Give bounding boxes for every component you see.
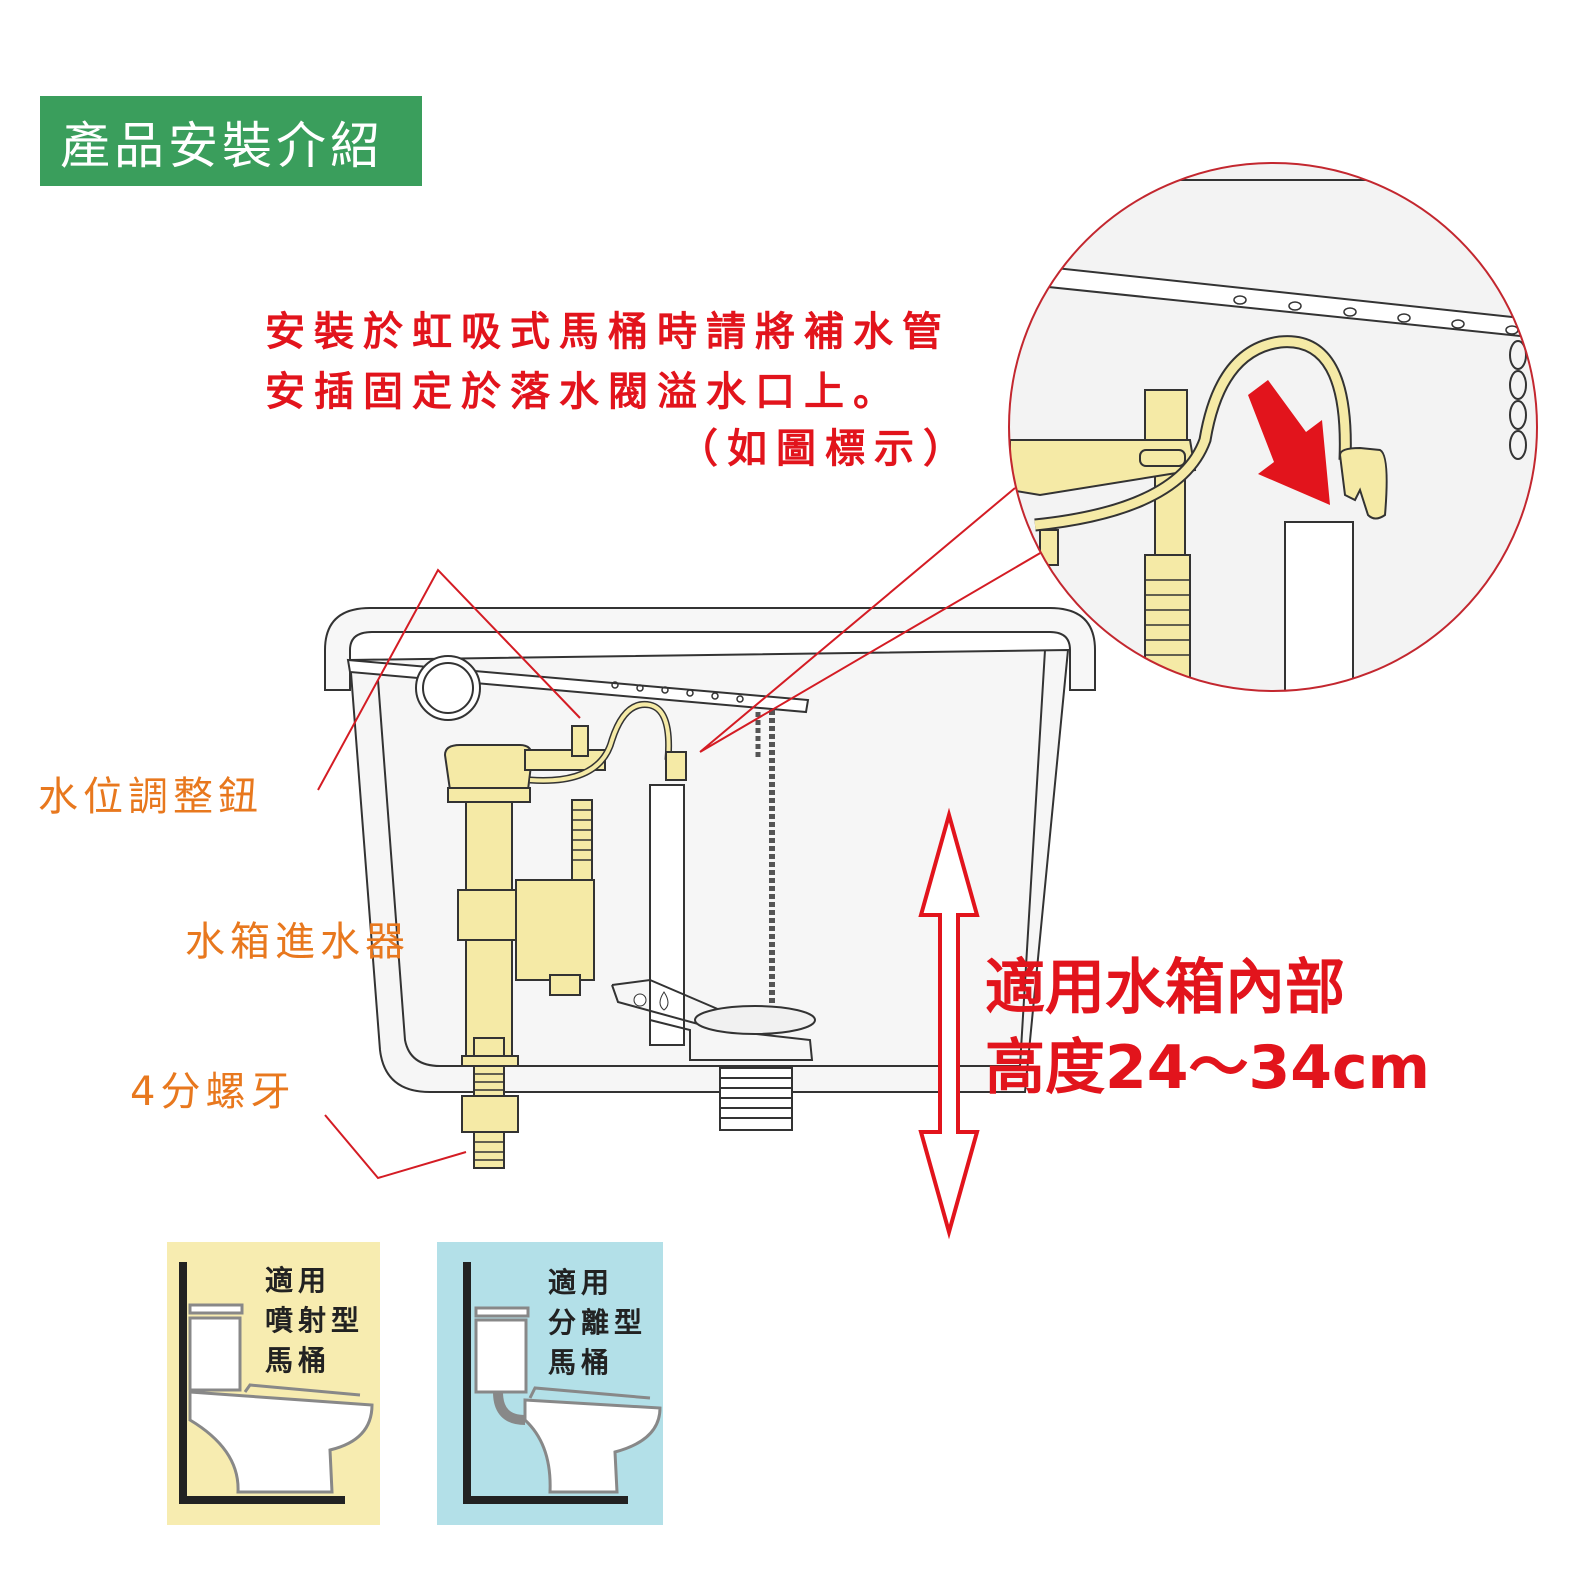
leader-thread (324, 1114, 467, 1180)
note-line-1: 安裝於虹吸式馬桶時請將補水管 (265, 309, 951, 355)
leader-knob (317, 568, 581, 791)
height-double-arrow (918, 807, 980, 1240)
header-banner: 產品安裝介紹 (40, 96, 422, 186)
magnified-detail (1008, 162, 1538, 692)
jet-line-3: 馬桶 (265, 1344, 331, 1377)
label-thread: 4分螺牙 (130, 1069, 295, 1115)
note-line-2: 安插固定於落水閥溢水口上。 (265, 369, 902, 415)
split-line-1: 適用 (548, 1266, 614, 1299)
split-line-3: 馬桶 (548, 1346, 614, 1379)
height-spec-line-2: 高度24～34cm (985, 1033, 1430, 1103)
jet-line-2: 噴射型 (265, 1304, 364, 1337)
toilet-type-split: 適用 分離型 馬桶 (437, 1242, 663, 1525)
toilet-tank (324, 607, 1096, 1131)
jet-line-1: 適用 (265, 1264, 331, 1297)
toilet-type-jet: 適用 噴射型 馬桶 (167, 1242, 380, 1525)
insert-direction-arrow-icon (1248, 380, 1330, 505)
label-fill-valve: 水箱進水器 (185, 919, 410, 965)
page-title: 產品安裝介紹 (60, 117, 384, 175)
callout-lines (699, 487, 1043, 753)
label-water-level-knob: 水位調整鈕 (38, 774, 263, 820)
split-line-2: 分離型 (548, 1306, 647, 1339)
note-line-3: （如圖標示） (678, 426, 972, 472)
height-spec-line-1: 適用水箱內部 (985, 953, 1345, 1023)
fill-valve (443, 700, 687, 1169)
